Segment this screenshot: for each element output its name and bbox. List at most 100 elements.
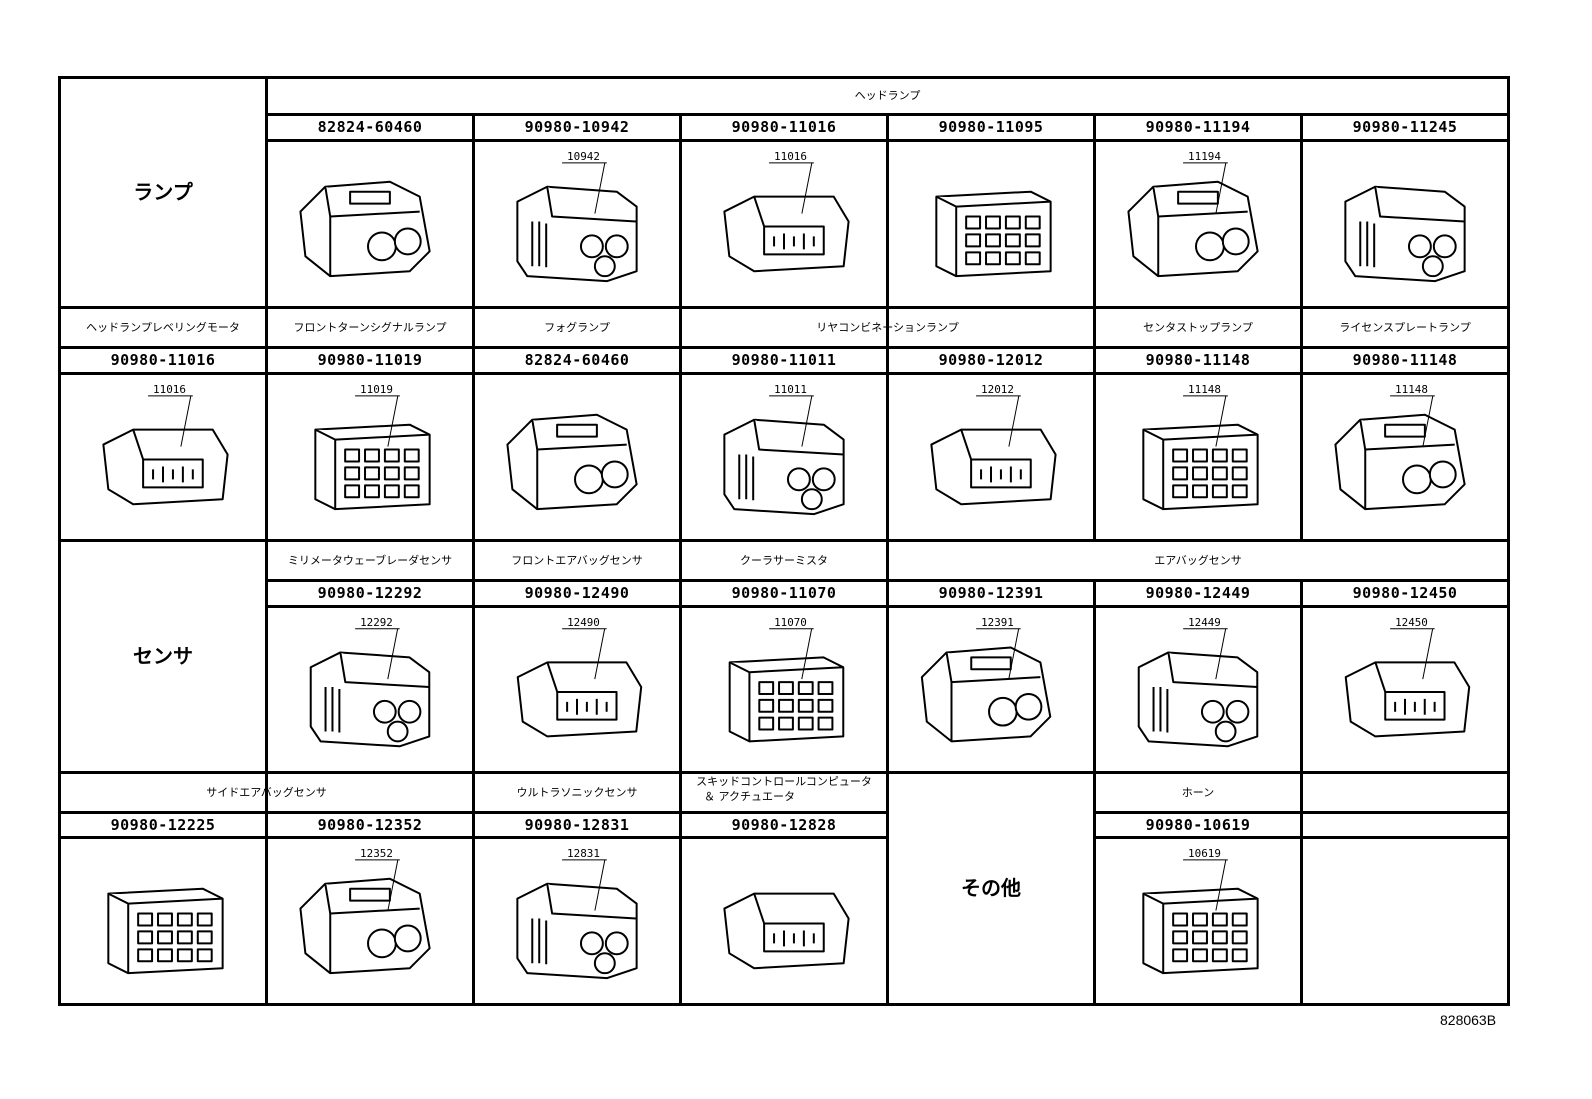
part-number: 90980-12449 <box>1145 584 1251 602</box>
table-rule <box>1300 579 1303 774</box>
table-rule <box>1093 346 1096 542</box>
header-airbag-sensor: エアバッグセンサ <box>1154 554 1242 567</box>
part-number: 90980-12352 <box>317 816 423 834</box>
table-rule <box>886 539 889 608</box>
connector-drawing: 11011 <box>682 383 886 539</box>
callout-label: 10619 <box>1188 847 1221 860</box>
table-rule <box>886 579 889 774</box>
callout-label: 12012 <box>981 383 1014 396</box>
part-number: 90980-11011 <box>731 351 837 369</box>
table-rule <box>58 1003 1510 1006</box>
table-rule <box>58 771 1510 774</box>
callout-label: 12391 <box>981 616 1014 629</box>
table-rule <box>1300 306 1303 349</box>
callout-label: 11148 <box>1188 383 1221 396</box>
callout-leader <box>1216 860 1226 911</box>
part-number: 90980-12450 <box>1352 584 1458 602</box>
connector-drawing <box>889 142 1093 306</box>
connector-drawing: 11019 <box>268 383 472 539</box>
part-number: 90980-12225 <box>110 816 216 834</box>
part-number: 82824-60460 <box>317 118 423 136</box>
callout-label: 11070 <box>774 616 807 629</box>
part-number: 90980-11148 <box>1145 351 1251 369</box>
table-rule <box>58 346 1510 349</box>
callout-leader <box>388 860 398 911</box>
connector-drawing <box>61 839 265 1003</box>
callout-leader <box>802 629 812 679</box>
table-rule <box>886 346 889 542</box>
category-other: その他 <box>961 876 1021 900</box>
table-rule <box>679 346 682 542</box>
connector-drawing: 12391 <box>889 616 1093 771</box>
connector-drawing: 12450 <box>1303 616 1507 771</box>
table-rule <box>679 306 682 349</box>
part-number: 90980-11148 <box>1352 351 1458 369</box>
callout-leader <box>388 396 398 447</box>
callout-leader <box>1216 396 1226 447</box>
header-millimeter-wave-radar-sensor: ミリメータウェーブレーダセンサ <box>287 554 453 567</box>
part-number: 90980-11194 <box>1145 118 1251 136</box>
callout-label: 10942 <box>567 150 600 163</box>
table-rule <box>472 306 475 349</box>
header-ultrasonic-sensor: ウルトラソニックセンサ <box>516 786 638 799</box>
callout-label: 11019 <box>360 383 393 396</box>
callout-leader <box>388 629 398 679</box>
header-skid-control-line2: ＆ アクチュエータ <box>704 790 795 803</box>
category-lamp: ランプ <box>133 180 193 204</box>
callout-leader <box>1423 396 1433 447</box>
callout-label: 11011 <box>774 383 807 396</box>
connector-drawing <box>268 142 472 306</box>
table-rule <box>1300 771 1303 1006</box>
callout-leader <box>595 860 605 911</box>
table-rule <box>472 771 475 1006</box>
table-rule <box>679 539 682 608</box>
table-rule <box>58 76 1510 79</box>
callout-label: 12292 <box>360 616 393 629</box>
connector-drawing: 12449 <box>1096 616 1300 771</box>
table-rule <box>886 306 889 349</box>
part-number: 82824-60460 <box>524 351 630 369</box>
table-rule <box>679 771 682 1006</box>
callout-leader <box>595 629 605 679</box>
connector-drawing: 12352 <box>268 847 472 1003</box>
connector-drawing: 12012 <box>889 383 1093 539</box>
header-rear-combination-lamp: リヤコンビネーションランプ <box>816 321 959 334</box>
table-rule <box>1093 113 1096 309</box>
part-number: 90980-10942 <box>524 118 630 136</box>
connector-drawing: 10619 <box>1096 847 1300 1003</box>
table-rule <box>679 113 682 309</box>
figure-code: 828063B <box>1440 1012 1497 1028</box>
callout-leader <box>1423 629 1433 679</box>
part-number: 90980-12828 <box>731 816 837 834</box>
connector-drawing: 11148 <box>1096 383 1300 539</box>
part-number: 90980-11019 <box>317 351 423 369</box>
callout-leader <box>1009 629 1019 679</box>
header-cooler-thermistor: クーラサーミスタ <box>740 554 828 567</box>
header-headlamp: ヘッドランプ <box>854 89 921 102</box>
callout-label: 12352 <box>360 847 393 860</box>
callout-label: 12490 <box>567 616 600 629</box>
table-rule <box>1300 113 1303 309</box>
part-number: 90980-10619 <box>1145 816 1251 834</box>
header-front-turn-signal-lamp: フロントターンシグナルランプ <box>293 321 447 334</box>
part-number: 90980-12391 <box>938 584 1044 602</box>
callout-leader <box>802 163 812 214</box>
connector-drawing: 12490 <box>475 616 679 771</box>
connector-catalog-table: ランプセンサその他ヘッドランプヘッドランプレベリングモータフロントターンシグナル… <box>58 76 1510 1006</box>
table-rule <box>886 113 889 309</box>
part-number: 90980-11245 <box>1352 118 1458 136</box>
part-number: 90980-12012 <box>938 351 1044 369</box>
table-rule <box>886 771 889 1006</box>
table-rule <box>472 346 475 542</box>
table-rule <box>1300 346 1303 542</box>
callout-leader <box>1216 629 1226 679</box>
callout-label: 11194 <box>1188 150 1221 163</box>
callout-label: 12450 <box>1395 616 1428 629</box>
part-number: 90980-11095 <box>938 118 1044 136</box>
callout-leader <box>181 396 191 447</box>
header-front-airbag-sensor: フロントエアバッグセンサ <box>511 554 643 567</box>
header-side-airbag-sensor: サイドエアバッグセンサ <box>206 786 327 799</box>
table-rule <box>1093 306 1096 349</box>
table-rule <box>472 113 475 309</box>
part-number: 90980-11070 <box>731 584 837 602</box>
